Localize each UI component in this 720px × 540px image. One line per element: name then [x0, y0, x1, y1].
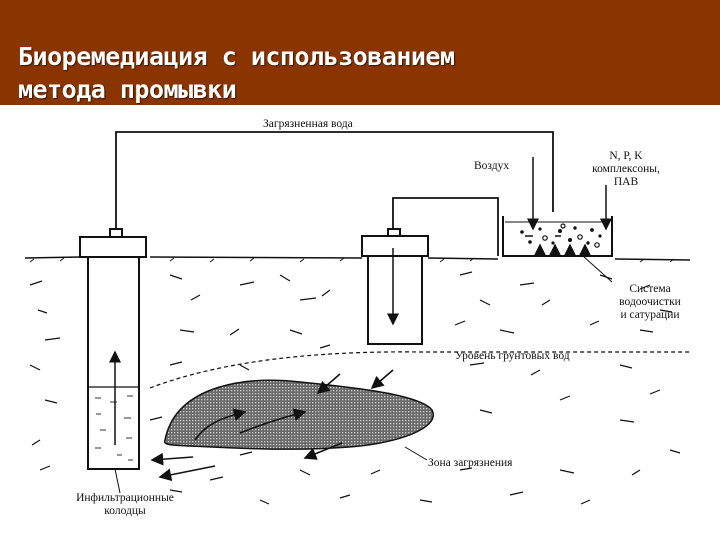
wells-line-2: колодцы	[104, 505, 146, 517]
infiltration-well-left	[79, 228, 147, 470]
soil-texture	[29, 271, 681, 505]
flow-arrows	[150, 369, 394, 482]
treatment-line-2: водоочистки	[619, 296, 681, 308]
contamination-zone-label: Зона загрязнения	[428, 457, 513, 469]
ground-surface	[24, 256, 691, 263]
contaminated-water-pipe	[115, 131, 554, 229]
nutrients-label: N, P, K комплексоны, ПАВ	[576, 150, 676, 189]
treatment-tank	[502, 216, 613, 257]
leader-lines	[114, 255, 613, 494]
nutrients-line-2: комплексоны,	[592, 163, 660, 175]
input-arrows	[527, 157, 612, 231]
infiltration-wells-label: Инфильтрационные колодцы	[60, 492, 190, 518]
clean-water-pipe	[392, 197, 499, 256]
treatment-line-1: Система	[629, 283, 671, 295]
groundwater-level-line	[149, 351, 690, 389]
contaminated-water-label: Загрязненная вода	[263, 118, 353, 130]
slide-header	[0, 0, 720, 105]
air-label: Воздух	[474, 160, 510, 172]
nutrients-line-1: N, P, K	[609, 150, 643, 162]
groundwater-level-label: Уровень грунтовых вод	[455, 350, 570, 362]
infiltration-well-right	[361, 228, 429, 345]
slide-title: Биоремедиация с использованием метода пр…	[18, 42, 455, 104]
contamination-zone	[163, 379, 434, 450]
nutrients-line-3: ПАВ	[613, 176, 639, 188]
wells-line-1: Инфильтрационные	[76, 492, 174, 504]
treatment-line-3: и сатурации	[620, 309, 680, 321]
treatment-system-label: Система водоочистки и сатурации	[600, 283, 700, 322]
